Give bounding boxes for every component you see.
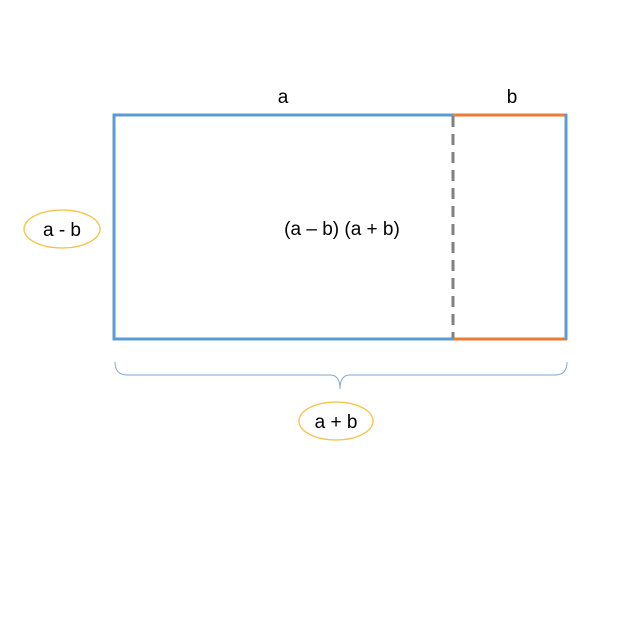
label-a-plus-b: a + b [315, 412, 358, 433]
bottom-brace [114, 361, 568, 390]
blue-rectangle-outline [112, 113, 453, 341]
label-b: b [507, 87, 518, 108]
left-label-ellipse [23, 209, 101, 249]
label-area-formula: (a – b) (a + b) [284, 219, 400, 240]
label-a-minus-b: a - b [43, 220, 81, 241]
bottom-label-ellipse [298, 401, 374, 441]
label-a: a [278, 87, 289, 108]
